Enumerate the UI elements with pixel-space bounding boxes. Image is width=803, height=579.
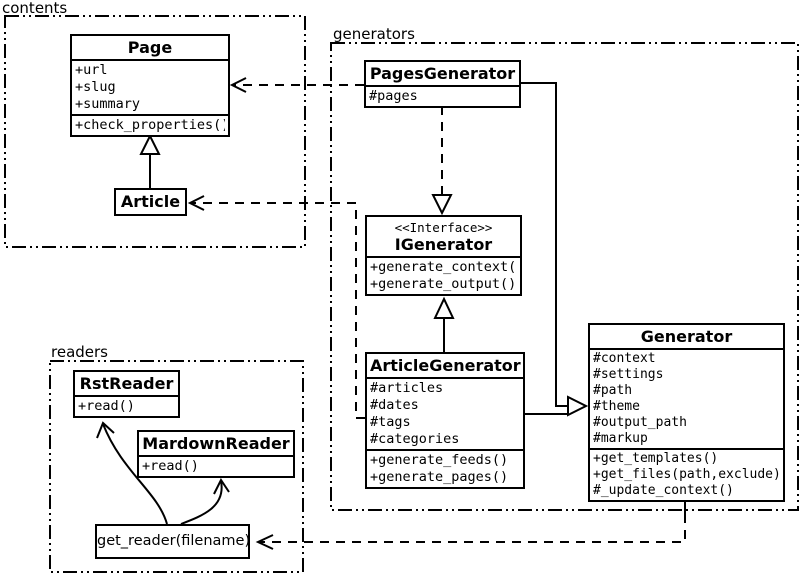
class-rstreader: RstReader +read() [73,370,180,418]
attribute: +slug [75,79,116,95]
class-page: Page +url +slug +summary +check_properti… [70,34,230,137]
attribute: #pages [369,88,418,104]
method: +get_templates() [593,451,719,466]
dependency-articlegenerator-to-article [191,202,365,419]
realization-arrowhead-igenerator [431,194,453,216]
method: +read() [142,458,199,474]
method: +generate_feeds() [370,452,509,468]
reference-getreader-to-rstreader [102,423,168,525]
reference-getreader-to-mardownreader [180,480,223,525]
attribute: #settings [593,367,664,382]
interface-igenerator: <<Interface>> IGenerator +generate_conte… [365,215,522,296]
interface-igenerator-methods: +generate_context() +generate_output() [367,256,520,294]
dependency-arrowhead-page [229,77,247,93]
class-article-name: Article [120,192,181,211]
class-generator-methods: +get_templates() +get_files(path,exclude… [590,448,783,500]
reference-arrowhead-mardownreader [213,478,230,495]
attribute: +summary [75,96,141,112]
attribute: #path [593,383,633,398]
interface-igenerator-name: IGenerator [394,235,493,254]
contents-package-border [4,15,306,248]
reference-arrowhead-rstreader [96,421,115,439]
method: +check_properties() [75,117,225,133]
class-generator-attributes: #context #settings #path #theme #output_… [590,348,783,448]
class-article: Article [114,188,187,216]
method: +generate_context() [370,259,517,275]
class-articlegenerator-attributes: #articles #dates #tags #categories [367,377,523,449]
class-mardownreader: MardownReader +read() [137,430,295,478]
class-pagesgenerator: PagesGenerator #pages [364,60,521,108]
class-rstreader-methods: +read() [75,395,178,416]
class-page-name: Page [127,38,173,57]
class-generator: Generator #context #settings #path #them… [588,323,785,502]
attribute: #articles [370,380,444,396]
generalization-arrowhead-page [139,133,161,155]
attribute: #markup [593,431,648,446]
class-articlegenerator-methods: +generate_feeds() +generate_pages() [367,449,523,487]
class-articlegenerator-name: ArticleGenerator [370,356,521,375]
method: #_update_context() [593,483,734,498]
attribute: +url [75,62,108,78]
class-page-attributes: +url +slug +summary [72,59,228,114]
dependency-arrowhead-article [187,195,205,211]
generators-package-label: generators [333,25,415,43]
generators-package-border [330,42,799,511]
class-pagesgenerator-name: PagesGenerator [369,64,516,83]
method: +get_files(path,exclude) [593,467,780,482]
attribute: #theme [593,399,640,414]
class-articlegenerator: ArticleGenerator #articles #dates #tags … [365,352,525,489]
method: +generate_pages() [370,469,509,485]
class-rstreader-name: RstReader [79,374,174,393]
attribute: #dates [370,397,419,413]
class-mardownreader-methods: +read() [139,455,293,476]
method: +read() [78,398,135,414]
attribute: #output_path [593,415,687,430]
interface-stereotype: <<Interface>> [394,220,493,235]
dependency-arrowhead-getreader [255,534,274,550]
generalization-arrowhead-igenerator [433,296,455,319]
generalization-pagesgenerator-to-generator [521,82,568,407]
attribute: #tags [370,414,411,430]
class-pagesgenerator-attributes: #pages [366,85,519,106]
class-page-methods: +check_properties() [72,114,228,135]
readers-package-label: readers [51,343,108,361]
method: +generate_output() [370,276,517,292]
contents-package-label: contents [2,0,68,17]
generalization-arrowhead-generator [567,395,589,417]
class-mardownreader-name: MardownReader [142,434,290,453]
readers-package-border [49,360,304,573]
attribute: #categories [370,431,460,447]
function-get-reader: get_reader(filename) [95,524,250,559]
attribute: #context [593,351,656,366]
class-generator-name: Generator [640,327,733,346]
dependency-generator-to-getreader [259,514,686,543]
